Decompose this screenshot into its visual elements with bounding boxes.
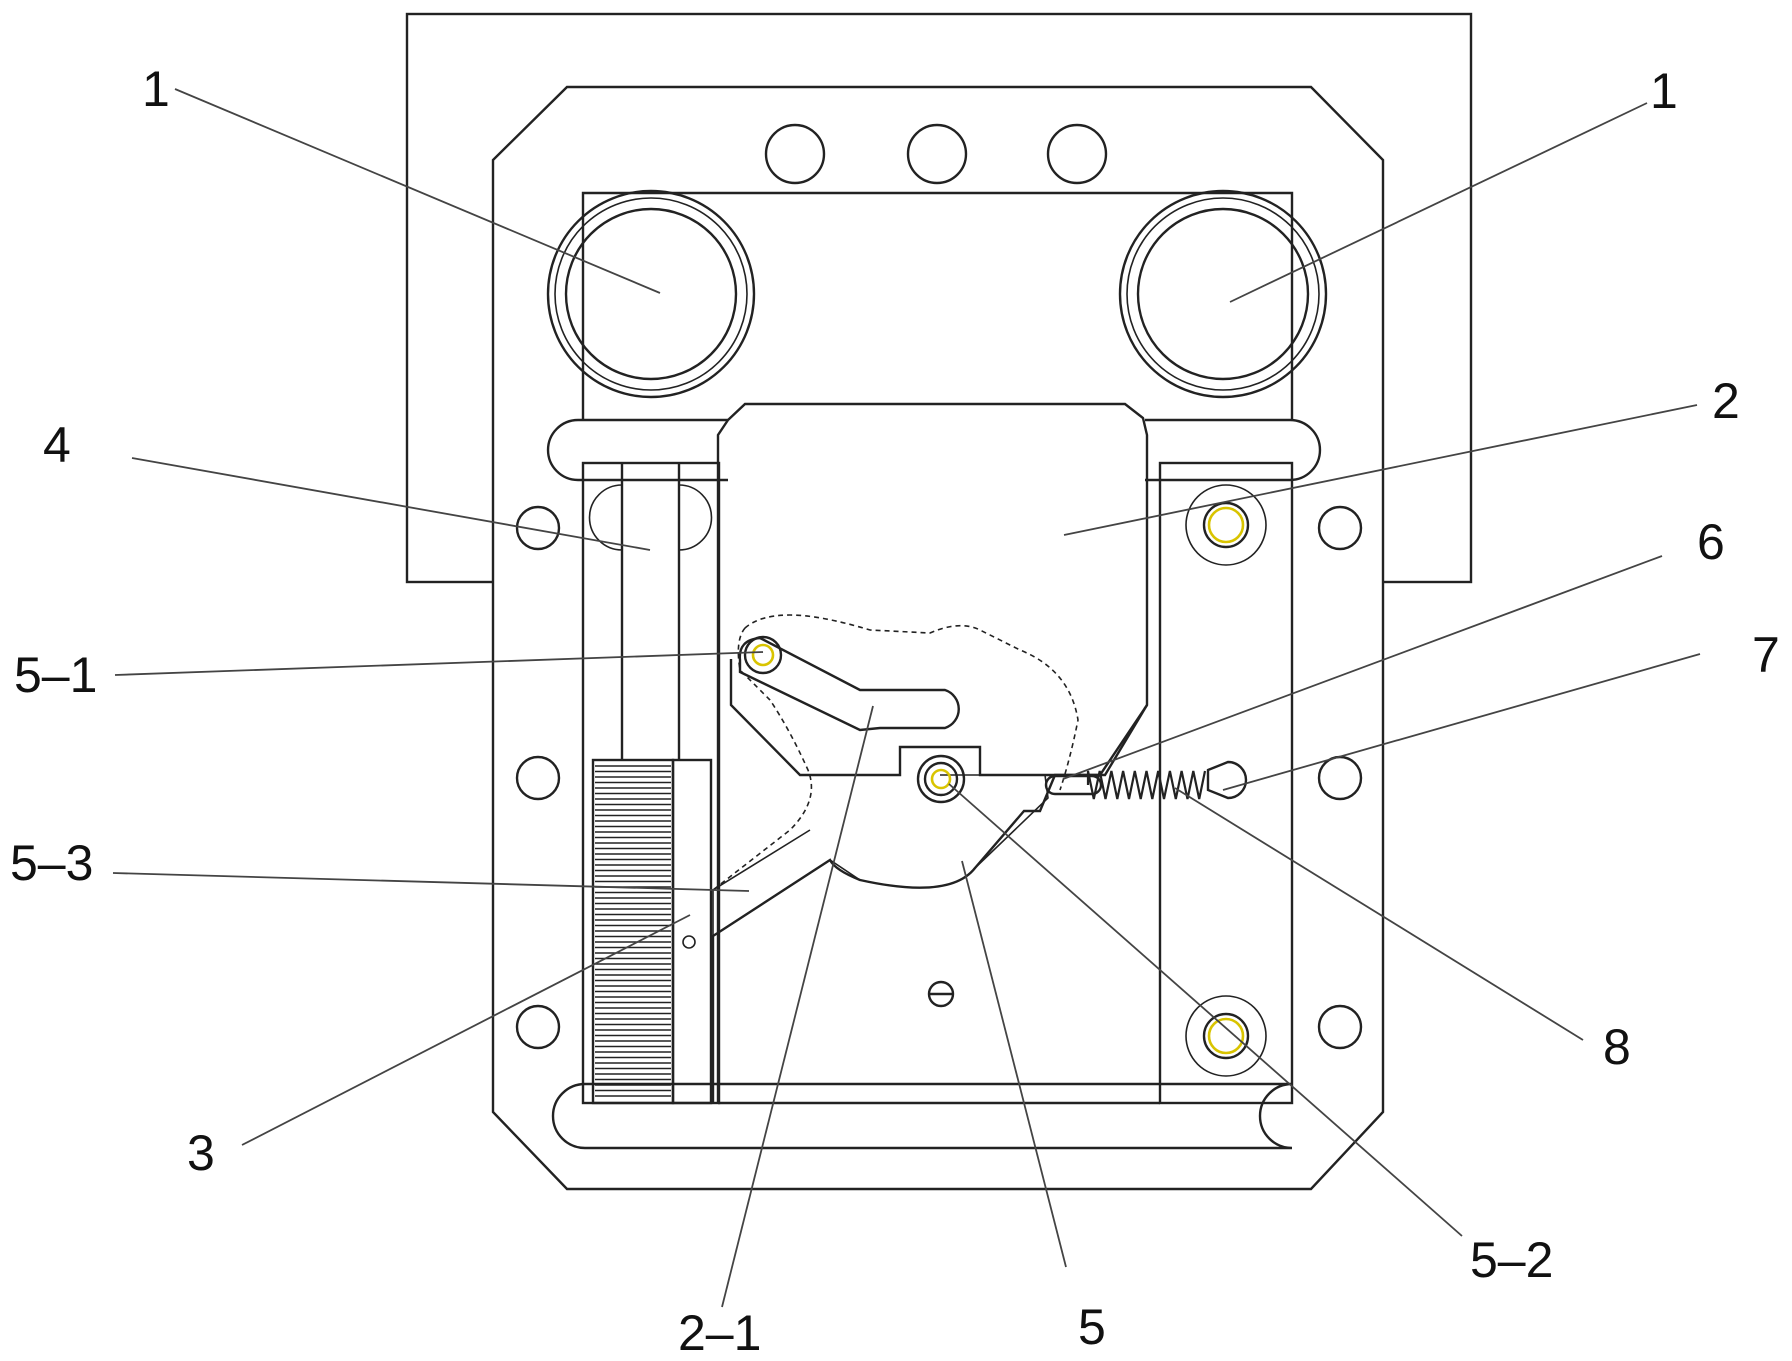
top-slot [546,418,1322,482]
callout-1-right: 1 [1650,63,1678,119]
callouts: 1 1 2 4 5–1 6 7 8 5–3 3 2–1 5 5–2 [10,61,1780,1361]
spring [1086,770,1207,800]
right-boss [1118,189,1328,399]
callout-5: 5 [1078,1299,1106,1355]
spring-anchor [1206,760,1248,800]
callout-5-1: 5–1 [14,647,97,703]
callout-5-2: 5–2 [1470,1232,1553,1288]
callout-2: 2 [1712,373,1740,429]
callout-5-3: 5–3 [10,835,93,891]
callout-3: 3 [187,1125,215,1181]
callout-8: 8 [1603,1019,1631,1075]
callout-4: 4 [43,417,71,473]
left-boss [546,189,756,399]
callout-1-left: 1 [142,61,170,117]
callout-6: 6 [1697,514,1725,570]
bottom-slot [551,1082,1293,1150]
upper-inner-frame [581,191,1294,420]
callout-2-1: 2–1 [678,1305,761,1361]
pivot-5-2 [916,754,966,804]
slider-screw [927,980,955,1008]
pivot-5-1 [743,635,783,675]
cam-dashed-outline [712,614,1079,891]
lever-arm [738,636,960,732]
cam-plate [712,774,1049,938]
side-holes [515,505,1363,1050]
rack-gear [591,758,713,1105]
top-holes [764,123,1108,185]
callout-7: 7 [1752,627,1780,683]
leader-lines [112,88,1701,1308]
